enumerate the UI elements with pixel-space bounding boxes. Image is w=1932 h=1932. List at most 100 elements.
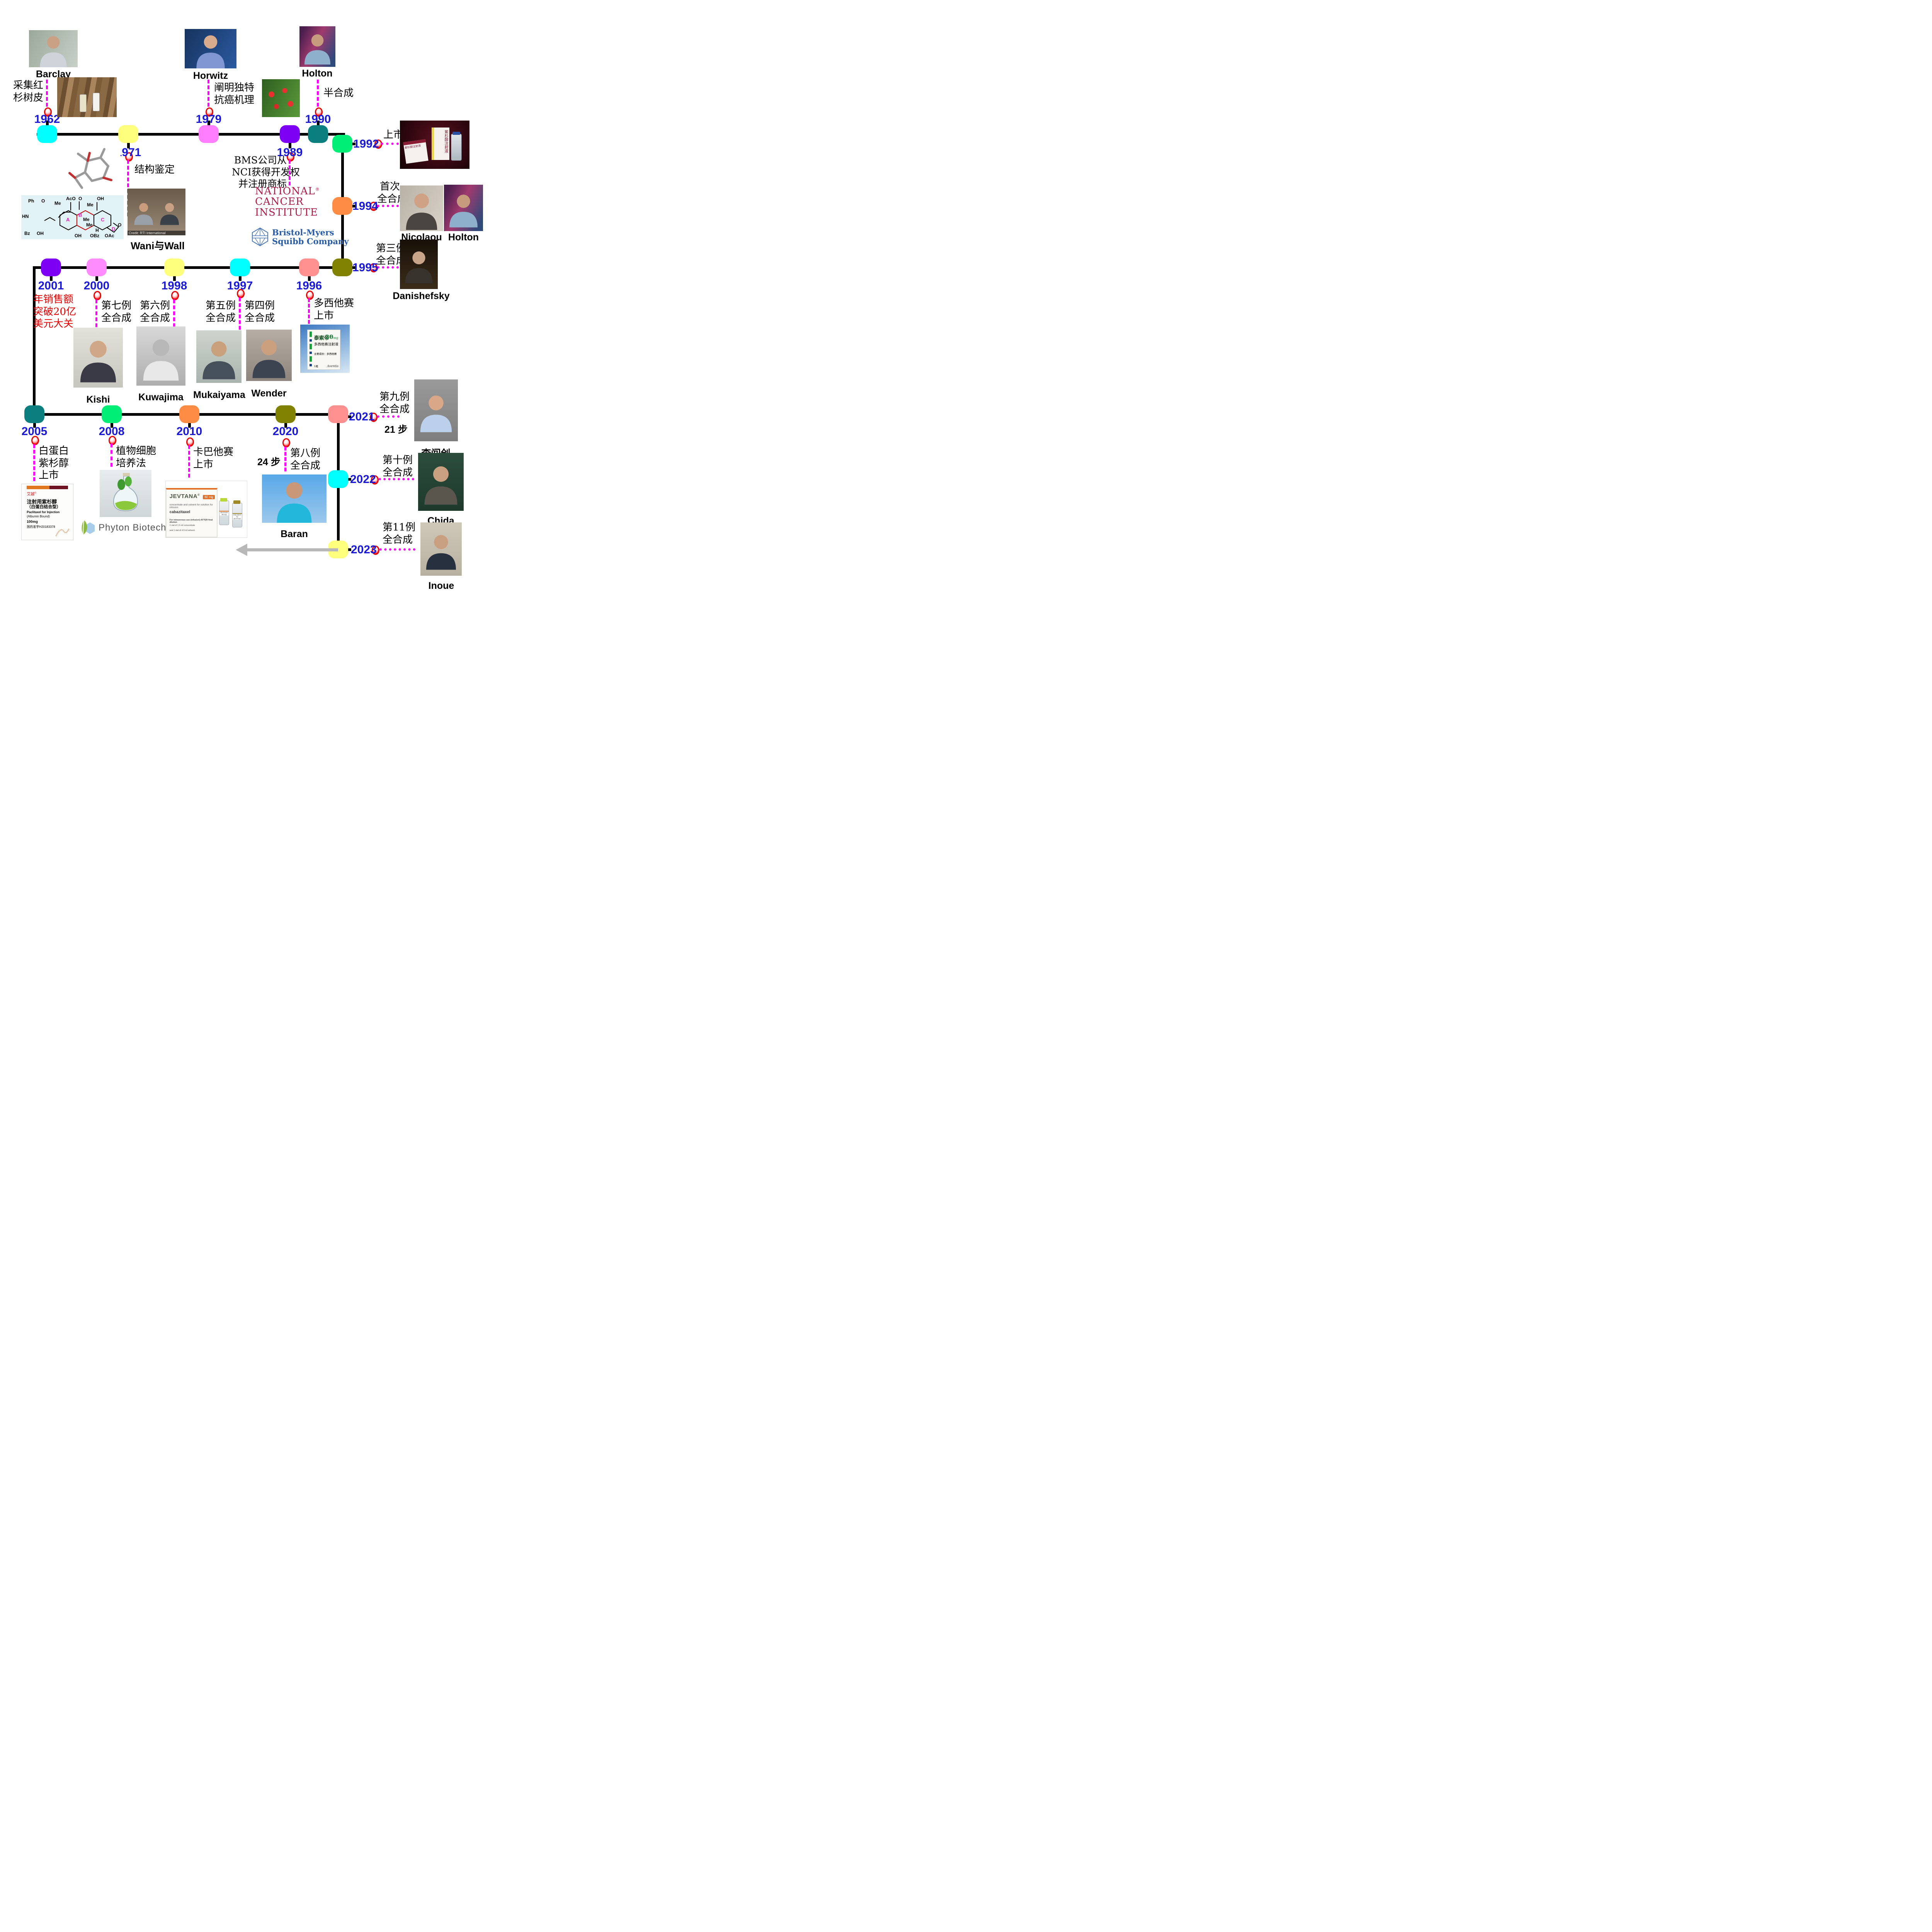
label-baran: Baran: [281, 529, 308, 539]
node-1994: [332, 197, 352, 215]
jevtana-vial-solvent: SOLVENT for JEVTANA: [232, 500, 242, 527]
photo-nicolaou: [400, 185, 443, 231]
photo-li-chuangchuang: [414, 379, 458, 441]
marker-1989: [287, 152, 294, 162]
year-1996: 1996: [296, 279, 322, 292]
steps-2021: 21 步: [384, 424, 408, 435]
albumin-line2: （白蛋白结合型）: [27, 505, 61, 510]
year-2000: 2000: [83, 279, 110, 292]
note-1989: BMS公司从 NCI获得开发权 并注册商标: [232, 155, 300, 190]
photo-wani-wall: Credit: RTI International: [128, 189, 185, 235]
taxotere-unit: mg: [333, 336, 338, 340]
node-2022: [328, 470, 348, 488]
marker-2000: [94, 291, 101, 300]
node-2005: [24, 405, 44, 423]
albumin-line5: 100mg: [27, 520, 38, 524]
node-1979: [199, 125, 219, 143]
note-2008: 植物细胞 培养法: [116, 445, 156, 469]
label-wani-wall: Wani与Wall: [131, 240, 185, 252]
year-1989: 1989: [277, 146, 303, 159]
year-1998: 1998: [161, 279, 187, 292]
stub-1992: [351, 143, 355, 145]
struct-OH2: OH: [37, 231, 44, 236]
marker-2021: [370, 413, 378, 422]
albumin-line3: Paclitaxel for Injection: [27, 510, 60, 514]
photo-yew-plant: [262, 79, 300, 117]
note-1997-b2: 全合成: [245, 312, 275, 324]
struct-Me1: Me: [54, 201, 61, 206]
label-kishi: Kishi: [86, 394, 110, 405]
node-1971: [118, 125, 138, 143]
note-1998: 第六例 全合成: [139, 300, 170, 324]
phyton-text: Phyton Biotech: [99, 522, 167, 533]
struct-OBz: OBz: [90, 233, 99, 238]
product-taxol-injection: 紫杉醇注射液 紫杉醇注射液: [400, 121, 469, 169]
photo-yew-bark: [57, 77, 117, 117]
marker-1997: [237, 289, 245, 298]
bms-hexagon-icon: [252, 227, 268, 247]
tick-1971: [127, 143, 130, 148]
struct-ring-A: A: [66, 217, 70, 223]
note-2000: 第七例 全合成: [101, 300, 131, 324]
note-2022-l1: 第十例: [383, 454, 413, 466]
note-1997-a2: 全合成: [206, 312, 236, 324]
label-wender: Wender: [251, 388, 287, 399]
year-2021: 2021: [349, 410, 375, 423]
tick-2020: [284, 423, 287, 428]
note-1990: 半合成: [323, 87, 354, 99]
note-1996-l2: 上市: [314, 310, 334, 321]
node-2020: [276, 405, 296, 423]
photo-kuwajima: [136, 327, 185, 386]
taxotere-ingredient: 主要成份：多西他赛: [314, 352, 337, 355]
jevtana-dose: 60 mg: [203, 495, 215, 500]
year-1990: 1990: [305, 113, 331, 126]
note-2021-l1: 第九例: [379, 391, 410, 403]
tick-2008: [111, 423, 113, 428]
dots-2022: [379, 478, 414, 480]
phyton-biotech-logo: Phyton Biotech: [79, 519, 166, 537]
nci-line1: National: [255, 185, 315, 197]
photo-kishi: [73, 328, 123, 388]
note-2023-l1: 第11例: [383, 522, 416, 533]
timeline-continue-arrow-head: [236, 544, 247, 556]
marker-1994: [370, 202, 378, 211]
note-2005-l2: 紫杉醇: [39, 457, 69, 469]
bark-vial-2: [93, 93, 100, 111]
tick-2010: [188, 423, 191, 428]
dash-2010: [188, 445, 190, 478]
node-1992: [332, 135, 352, 153]
year-1962: 1962: [34, 113, 60, 126]
tick-1989: [289, 143, 291, 148]
photo-plant-cell-flask: [100, 470, 151, 517]
note-1998-l2: 全合成: [139, 312, 170, 324]
taxotere-box: 泰索帝® 20mg 多西他赛注射液 主要成份：多西他赛 1瓶 Aventis: [307, 329, 341, 370]
tick-2000: [95, 276, 98, 281]
dots-1994: [377, 205, 399, 207]
note-1997-b1: 第四例: [245, 300, 275, 311]
photo-barclay: [29, 30, 78, 67]
marker-2005: [31, 436, 39, 445]
dash-2020: [284, 447, 286, 471]
note-1996-l1: 多西他赛: [314, 298, 354, 309]
struct-ring-C: C: [101, 217, 105, 223]
note-2010: 卡巴他赛 上市: [193, 446, 233, 471]
chemical-structure-paclitaxel: Ph O Me AcO O OH Me HN Bz OH A B Me Me C…: [21, 195, 124, 239]
tick-1979: [207, 121, 210, 126]
note-2008-l2: 培养法: [116, 457, 146, 469]
node-1998: [164, 259, 184, 276]
note-1997-a1: 第五例: [206, 300, 236, 311]
note-2022: 第十例 全合成: [383, 454, 413, 479]
dots-1995: [377, 266, 399, 269]
dash-1990: [317, 80, 319, 107]
marker-1979: [206, 107, 213, 117]
albumin-band: [27, 486, 68, 489]
taxol-history-timeline: 1962 1971 1979 1989 1990 1992 1994 1995 …: [0, 0, 488, 594]
note-1998-l1: 第六例: [139, 300, 170, 311]
struct-OAc: OAc: [105, 233, 114, 238]
marker-2022: [371, 475, 379, 485]
dots-2023: [379, 548, 415, 551]
struct-H: H: [95, 228, 99, 233]
taxol-box-upright: 紫杉醇注射液: [432, 128, 449, 160]
bark-vial-1: [80, 94, 87, 112]
product-albumin-paclitaxel: 艾越® 注射用紫杉醇 （白蛋白结合型） Paclitaxel for Injec…: [21, 484, 73, 540]
